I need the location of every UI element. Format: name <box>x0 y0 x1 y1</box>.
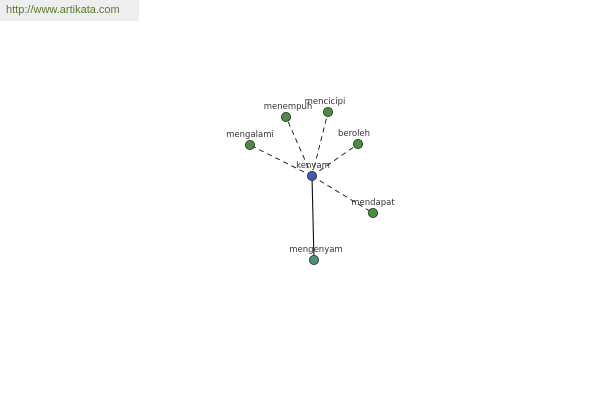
label-mengalami: mengalami <box>226 130 274 140</box>
edge-kenyam-beroleh <box>311 143 359 177</box>
node-mencicipi[interactable] <box>322 107 333 118</box>
node-kenyam[interactable] <box>306 170 317 181</box>
label-mendapat: mendapat <box>351 198 395 208</box>
label-beroleh: beroleh <box>338 129 370 139</box>
edge-kenyam-mencicipi <box>311 111 329 177</box>
node-mendapat[interactable] <box>367 207 378 218</box>
node-menempuh[interactable] <box>280 112 291 123</box>
node-beroleh[interactable] <box>352 138 363 149</box>
edge-kenyam-mendapat <box>311 175 374 214</box>
source-link[interactable]: http://www.artikata.com <box>0 0 139 21</box>
node-mengalami[interactable] <box>244 139 255 150</box>
edge-kenyam-mengalami <box>249 144 313 177</box>
label-mencicipi: mencicipi <box>305 97 346 107</box>
nodes-layer <box>244 107 378 265</box>
label-menempuh: menempuh <box>264 102 313 112</box>
edge-kenyam-menempuh <box>285 116 313 177</box>
node-mengenyam[interactable] <box>308 254 319 265</box>
label-kenyam: kenyam <box>296 161 330 171</box>
edges-layer <box>249 111 374 261</box>
label-mengenyam: mengenyam <box>289 245 342 255</box>
edge-kenyam-mengenyam <box>311 175 315 261</box>
